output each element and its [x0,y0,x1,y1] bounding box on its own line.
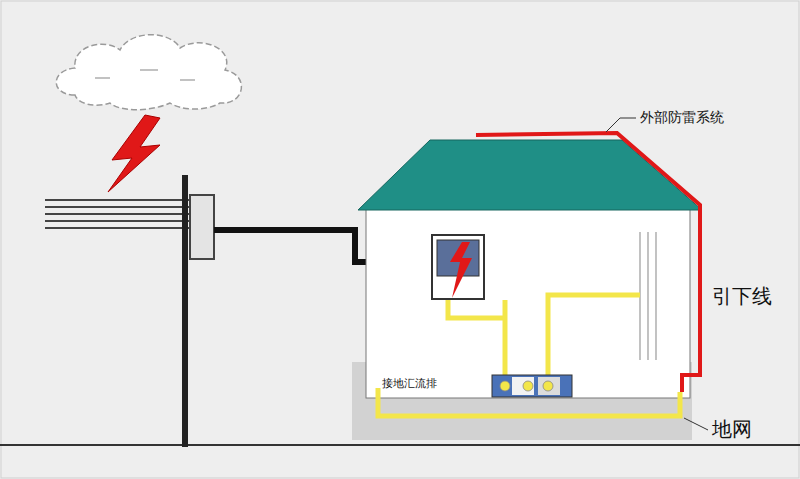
pole-box [190,195,214,259]
grounding-busbar [492,375,572,397]
lightning-bolt [108,115,160,192]
lightning-protection-line [476,133,700,392]
busbar-terminal [500,381,553,391]
utility-pole [182,175,188,447]
surge-bolt [450,242,472,298]
leader-line [606,118,708,430]
part-label: 引下线 [712,285,772,308]
cloud [56,35,241,110]
house-wall [366,208,690,398]
pipe [640,232,656,360]
part-label: 地网 [712,418,752,441]
system-label: 外部防雷系统 [640,109,724,125]
part-label: 接地汇流排 [382,378,437,391]
meter-box [432,235,484,299]
busbar-segment [512,377,534,395]
roof [358,140,702,210]
ground-line [0,444,800,446]
grounding-wire [378,295,680,416]
busbar-segment [538,377,560,395]
cloud-marks [95,70,195,80]
